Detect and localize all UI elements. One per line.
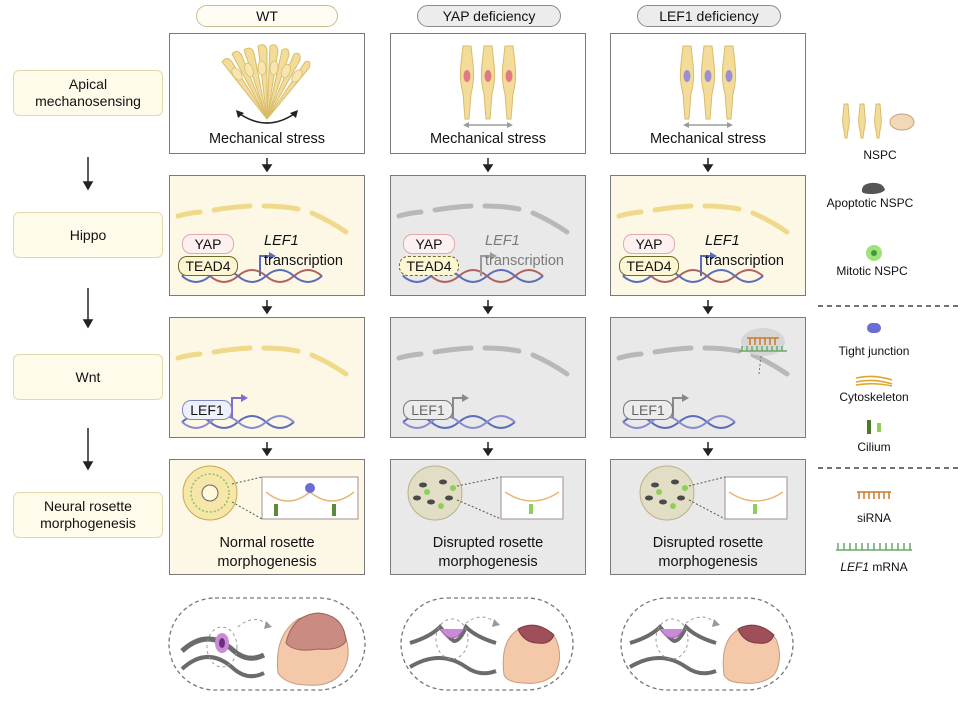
normal-rosette-illustration [182,465,359,521]
nuclear-envelope [175,203,349,283]
panel-rosette-yap: Disrupted rosette morphogenesis [390,459,586,575]
panel-rosette-wt: Normal rosette morphogenesis [169,459,365,575]
legend-cilium-icon [867,420,881,434]
panel-wnt-yap: LEF1 [390,317,586,438]
panel-hippo-yap: YAP TEAD4 LEF1 transcription [390,175,586,296]
lef1-pill: LEF1 [182,400,232,420]
row-label-text: Hippo [69,226,107,243]
nspc-yap-illustration [459,45,517,128]
legend-sirna-icon [857,491,891,499]
legend-nspc-icon [842,103,915,139]
row-label-text: Wnt [75,368,101,385]
legend-mrna-icon [836,543,912,551]
legend-divider-1 [818,305,958,307]
nuclear-envelope [616,203,790,283]
transcription-label: transcription [264,253,343,269]
legend-mitotic-label: Mitotic NSPC [836,264,908,278]
transcription-label: transcription [485,253,564,269]
panel-hippo-lef1: YAP TEAD4 LEF1 transcription [610,175,806,296]
column-header-lef1-deficiency: LEF1 deficiency [637,5,781,27]
lef1-gene-label: LEF1 [705,233,740,249]
panel-mechano-yap: Mechanical stress [390,33,586,154]
mechanical-stress-label: Mechanical stress [208,131,326,147]
legend-mrna-gene: LEF1 [840,560,869,574]
yap-pill: YAP [623,234,675,254]
panel-wnt-wt: LEF1 [169,317,365,438]
panel-wnt-lef1: LEF1 [610,317,806,438]
column-header-wt: WT [196,5,338,27]
yap-pill: YAP [403,234,455,254]
panel-rosette-lef1: Disrupted rosette morphogenesis [610,459,806,575]
row-label-hippo: Hippo [13,212,163,258]
row-label-wnt: Wnt [13,354,163,400]
legend-mrna-label: LEF1 mRNA [814,560,934,575]
wnt-lef1-illustration [616,328,790,429]
legend-tight-junction-label: Tight junction [838,344,910,358]
row-label-apical-mechanosensing: Apical mechanosensing [13,70,163,116]
outcome-yap [400,597,574,691]
lef1-pill: LEF1 [403,400,453,420]
lef1-pill: LEF1 [623,400,673,420]
legend-mrna-suffix: mRNA [869,560,908,574]
tead4-pill: TEAD4 [619,256,679,276]
row-label-text: Neural rosette morphogenesis [40,498,136,531]
legend-cilium-label: Cilium [857,440,891,454]
transcription-label: transcription [705,253,784,269]
column-header-yap-deficiency: YAP deficiency [417,5,561,27]
legend-apoptotic-icon [861,182,885,194]
panel-mechano-lef1: Mechanical stress [610,33,806,154]
lef1-gene-label: LEF1 [485,233,520,249]
disrupted-rosette-illustration [407,465,564,521]
outcome-wt [168,597,366,691]
nspc-lef1-illustration [679,45,737,128]
legend-apoptotic-label: Apoptotic NSPC [826,196,914,210]
row-label-neural-rosette: Neural rosette morphogenesis [13,492,163,538]
rosette-caption-disrupted: Disrupted rosette morphogenesis [652,535,764,570]
legend-tight-junction-icon [867,323,881,333]
rosette-caption-normal: Normal rosette morphogenesis [217,535,317,570]
disrupted-rosette-illustration [639,465,788,521]
mechanical-stress-label: Mechanical stress [649,131,767,147]
yap-pill: YAP [182,234,234,254]
lef1-gene-label: LEF1 [264,233,299,249]
legend-cytoskeleton-icon [855,375,893,387]
legend-mitotic-icon [866,245,882,261]
mechanical-stress-label: Mechanical stress [429,131,547,147]
rosette-caption-disrupted: Disrupted rosette morphogenesis [432,535,544,570]
legend-divider-2 [818,467,958,469]
legend-cytoskeleton-label: Cytoskeleton [839,390,909,404]
tead4-pill: TEAD4 [178,256,238,276]
nspc-fan-illustration [221,44,311,124]
legend-sirna-label: siRNA [856,511,891,525]
tead4-pill: TEAD4 [399,256,459,276]
row-label-text: Apical mechanosensing [35,76,141,109]
panel-hippo-wt: YAP TEAD4 LEF1 transcription [169,175,365,296]
nuclear-envelope [396,203,570,283]
legend-nspc-label: NSPC [863,148,897,162]
outcome-lef1 [620,597,794,691]
panel-mechano-wt: Mechanical stress [169,33,365,154]
